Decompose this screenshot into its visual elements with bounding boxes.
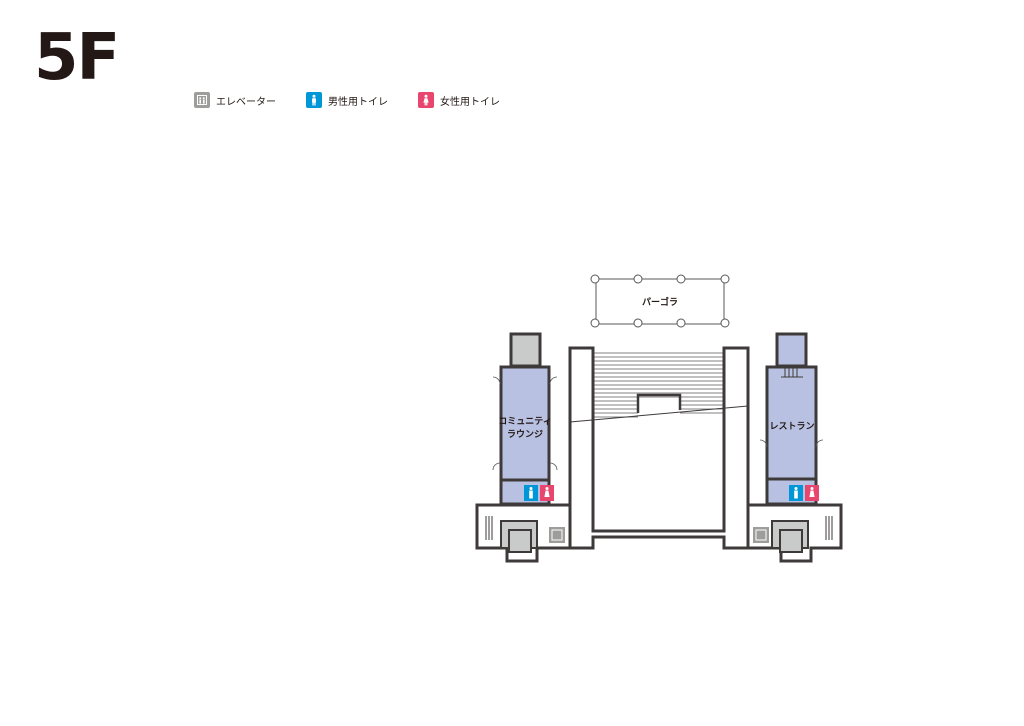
- legend-item-mens-toilet: 男性用トイレ: [306, 92, 388, 108]
- central-hall: [568, 346, 750, 550]
- pergola-label: パーゴラ: [642, 296, 678, 308]
- legend-label: 女性用トイレ: [440, 96, 500, 108]
- left-wing: コミュニティ ラウンジ: [475, 332, 572, 563]
- restaurant-label: レストラン: [769, 421, 814, 432]
- community-lounge-label: コミュニティ: [498, 416, 551, 427]
- pergola: パーゴラ: [590, 274, 730, 328]
- legend-label: 男性用トイレ: [328, 96, 388, 108]
- elevator-icon: [194, 92, 210, 108]
- floor-label: 5F: [34, 21, 120, 95]
- elevator-icon: [549, 527, 565, 543]
- womens-toilet-icon: [418, 92, 434, 108]
- right-wing: レストラン: [746, 332, 843, 563]
- mens-toilet-icon: [306, 92, 322, 108]
- legend-item-elevator: エレベーター: [194, 92, 276, 108]
- elevator-icon: [753, 527, 769, 543]
- legend-label: エレベーター: [216, 96, 276, 108]
- legend-item-womens-toilet: 女性用トイレ: [418, 92, 500, 108]
- legend: エレベーター 男性用トイレ 女性用トイレ: [194, 92, 530, 108]
- community-lounge-label: ラウンジ: [507, 429, 543, 440]
